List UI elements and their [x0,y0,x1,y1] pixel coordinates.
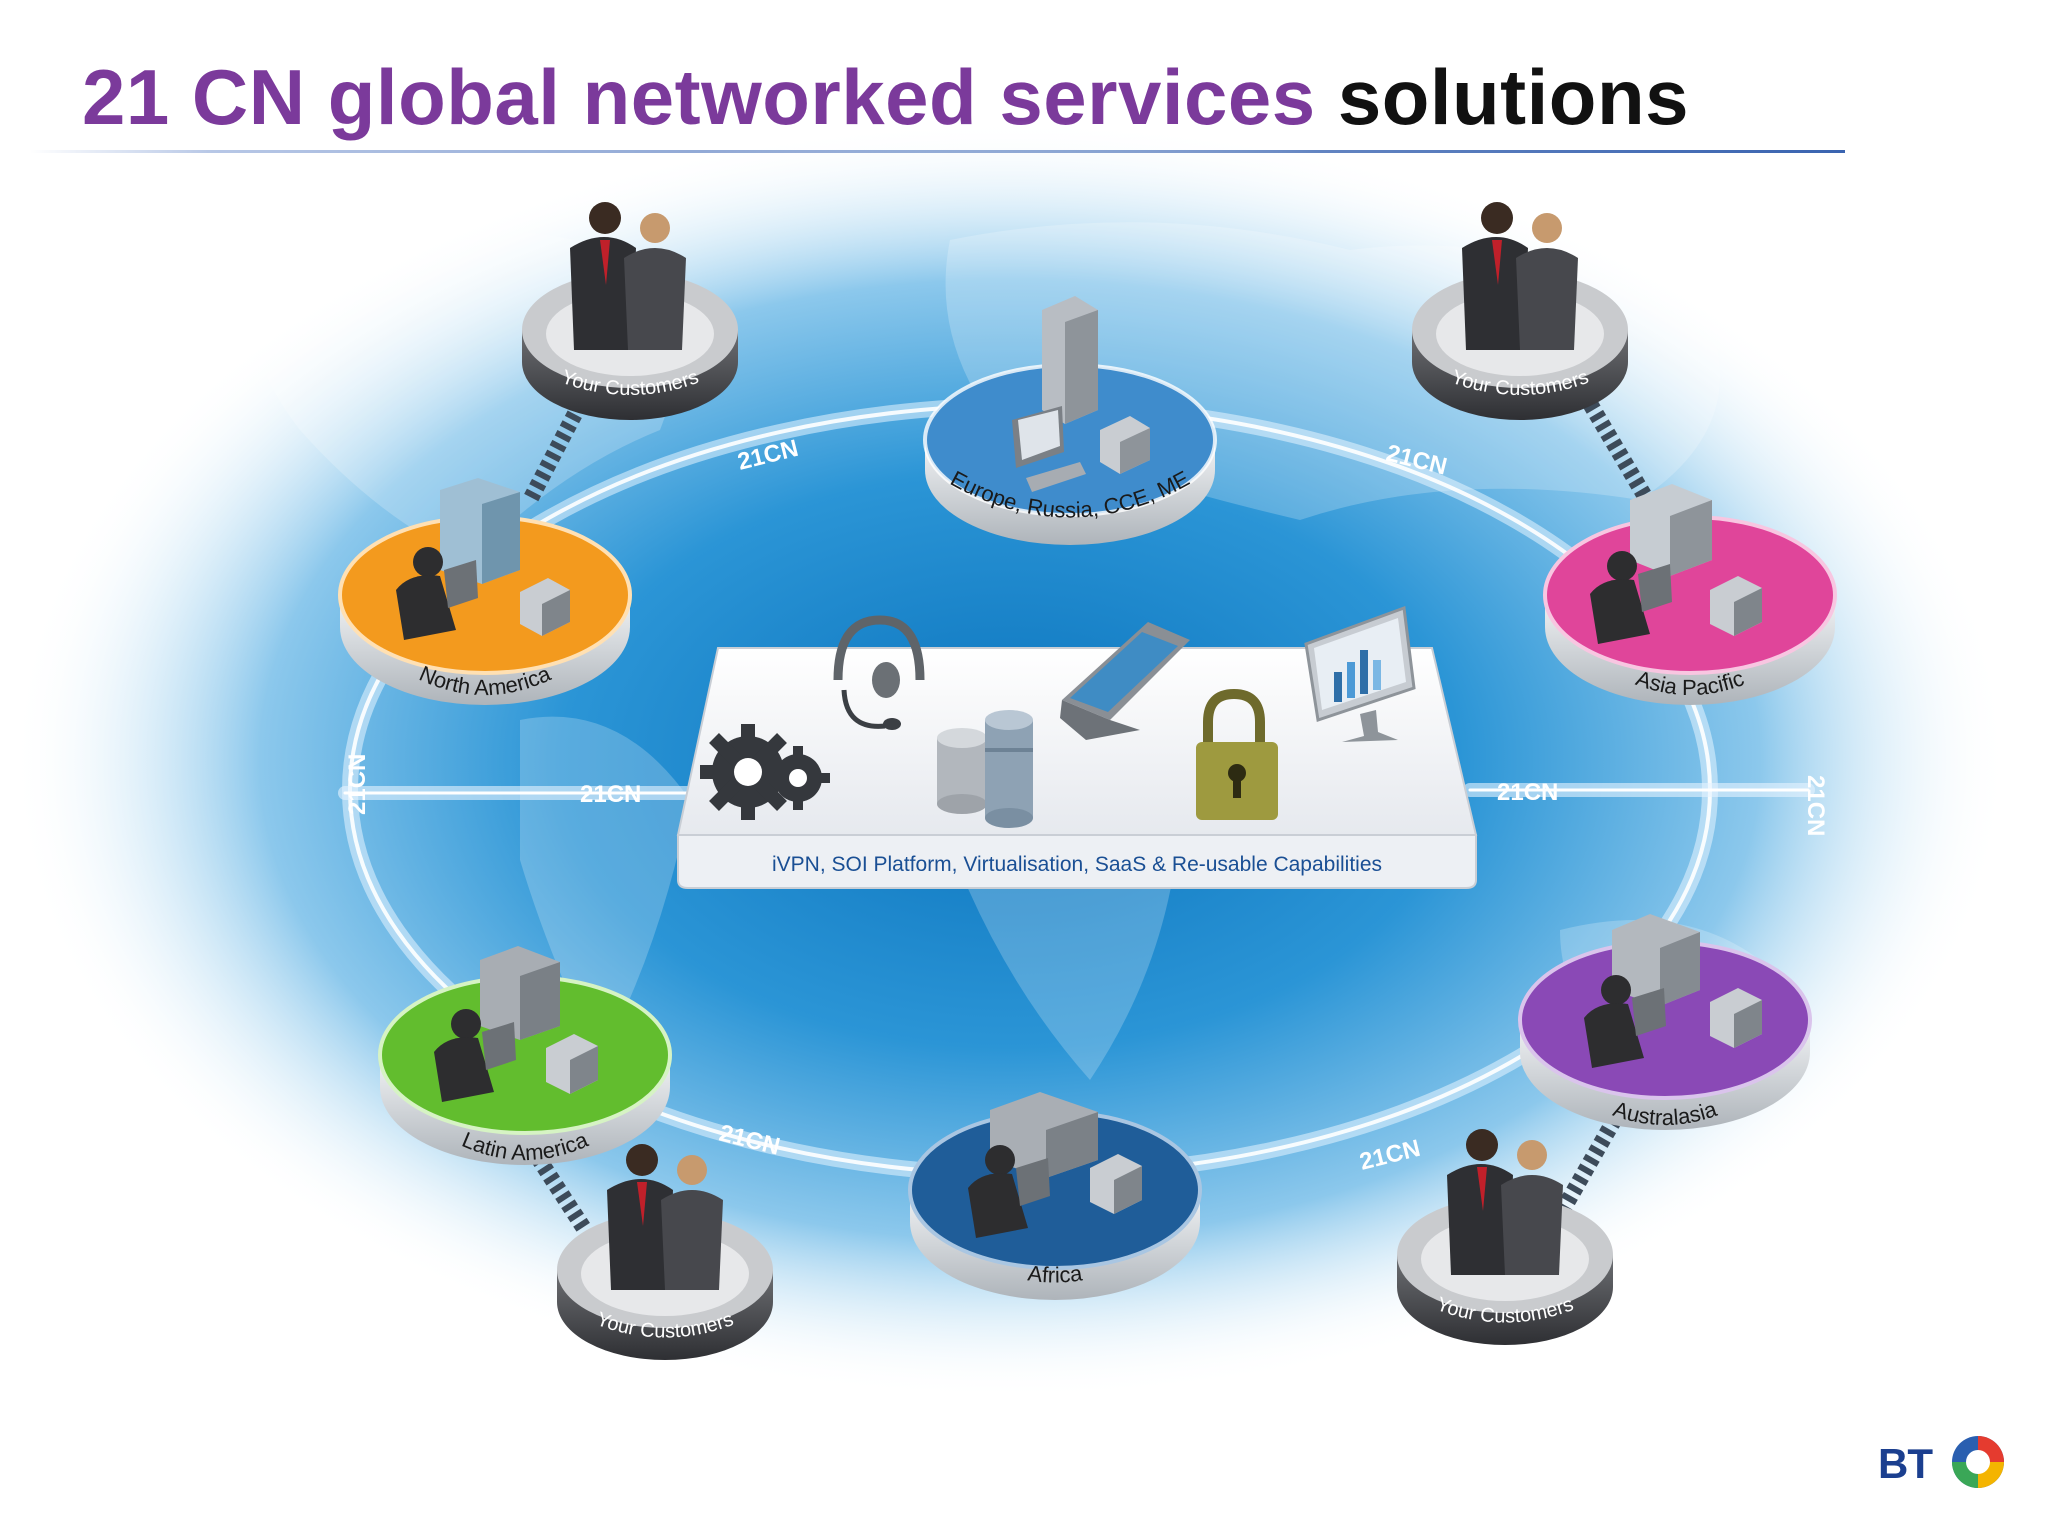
mobile-phone-icon [1060,622,1190,740]
customers-bottom-left[interactable]: Your Customers [557,1144,773,1360]
house-icon [1090,1154,1142,1214]
business-people-icon [570,202,686,350]
user-at-computer-icon [1590,551,1672,644]
platform-caption: iVPN, SOI Platform, Virtualisation, SaaS… [772,853,1382,876]
house-icon [1710,576,1762,636]
region-latin-america[interactable]: Latin America [378,946,672,1165]
customers-top-left[interactable]: Your Customers [522,202,738,420]
link-label-east: 21CN [1497,779,1558,806]
monitor-chart-icon [1304,605,1416,742]
customers-top-right[interactable]: Your Customers [1412,202,1628,420]
region-africa[interactable]: Africa [908,1092,1202,1300]
user-at-computer-icon [434,1009,516,1102]
user-at-computer-icon [1584,975,1666,1068]
link-label-east-ring: 21CN [1802,775,1829,836]
region-north-america[interactable]: North America [338,478,632,705]
business-people-icon [607,1144,723,1290]
house-icon [1100,416,1150,474]
user-at-computer-icon [396,547,478,640]
title-accent: solutions [1337,53,1689,141]
user-at-computer-icon [968,1145,1050,1238]
skyscraper-icon [440,478,520,584]
business-people-icon [1462,202,1578,350]
page-title: 21 CN global networked services solution… [82,52,1689,142]
region-label-africa: Africa [1026,1260,1084,1287]
office-block-icon [1612,914,1700,1006]
customer-connectors [513,381,1657,1235]
office-block-icon [1630,484,1712,576]
house-icon [546,1034,598,1094]
padlock-icon [1196,688,1278,820]
house-icon [1710,988,1762,1048]
office-block-icon [480,946,560,1040]
capabilities-platform: iVPN, SOI Platform, Virtualisation, SaaS… [676,605,1478,889]
region-europe[interactable]: Europe, Russia, CCE, ME [923,296,1217,545]
gears-icon [700,724,830,820]
customers-bottom-right[interactable]: Your Customers [1397,1129,1613,1345]
office-building-icon [1042,296,1098,424]
bt-logo: BT [1878,1440,1933,1487]
link-label-west: 21CN [580,781,641,808]
factory-icon [990,1092,1098,1178]
headset-icon [833,615,925,730]
business-people-icon [1447,1129,1563,1275]
workstation-icon [1012,406,1086,492]
region-australasia[interactable]: Australasia [1518,914,1812,1130]
house-icon [520,578,570,636]
link-label-west-ring: 21CN [344,754,371,815]
region-asia-pacific[interactable]: Asia Pacific [1543,484,1837,705]
database-icon [937,710,1033,828]
bt-globe-icon [1952,1436,2004,1488]
